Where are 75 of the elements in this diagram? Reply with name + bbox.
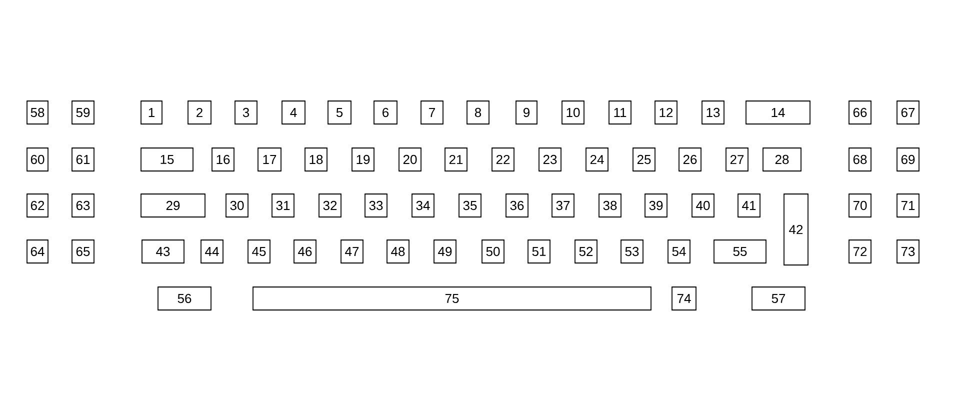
key-box: 53 (620, 240, 644, 264)
key-box: 4 (282, 100, 306, 124)
key-box: 43 (142, 240, 184, 264)
key-box: 41 (738, 194, 760, 218)
key-box: 8 (466, 100, 490, 124)
key-box: 58 (26, 100, 48, 124)
key-box: 49 (434, 240, 456, 264)
key-box: 22 (492, 148, 514, 172)
key-box: 30 (226, 194, 248, 218)
key-box: 11 (608, 100, 632, 124)
key-box: 3 (234, 100, 258, 124)
key-box: 2 (188, 100, 212, 124)
key-box: 74 (672, 286, 696, 310)
key-box: 57 (752, 286, 806, 310)
key-box: 7 (420, 100, 444, 124)
key-box: 5 (328, 100, 352, 124)
key-box: 31 (272, 194, 294, 218)
key-box: 46 (294, 240, 316, 264)
key-box: 68 (848, 148, 872, 172)
key-box: 23 (538, 148, 562, 172)
key-box: 20 (398, 148, 422, 172)
key-box: 60 (26, 148, 48, 172)
key-box: 50 (482, 240, 504, 264)
key-box: 42 (784, 194, 808, 266)
key-box: 6 (374, 100, 398, 124)
key-box: 45 (248, 240, 270, 264)
key-box: 25 (632, 148, 656, 172)
key-box: 24 (586, 148, 608, 172)
key-box: 19 (352, 148, 374, 172)
key-box: 26 (678, 148, 702, 172)
key-box: 13 (702, 100, 724, 124)
key-box: 29 (140, 194, 206, 218)
key-box: 36 (506, 194, 528, 218)
key-box: 69 (896, 148, 920, 172)
key-box: 28 (762, 148, 802, 172)
key-box: 72 (848, 240, 872, 264)
key-box: 16 (212, 148, 234, 172)
key-box: 55 (714, 240, 766, 264)
key-box: 33 (364, 194, 388, 218)
key-box: 39 (644, 194, 668, 218)
key-box: 62 (26, 194, 48, 218)
key-box: 40 (692, 194, 714, 218)
key-box: 73 (896, 240, 920, 264)
key-box: 1 (140, 100, 162, 124)
key-box: 59 (72, 100, 94, 124)
key-box: 17 (258, 148, 282, 172)
key-box: 48 (386, 240, 410, 264)
key-box: 65 (72, 240, 94, 264)
key-box: 52 (574, 240, 598, 264)
key-box: 56 (158, 286, 212, 310)
key-box: 66 (848, 100, 872, 124)
key-box: 54 (668, 240, 690, 264)
key-box: 64 (26, 240, 48, 264)
key-box: 47 (340, 240, 364, 264)
key-box: 12 (654, 100, 678, 124)
key-box: 37 (552, 194, 574, 218)
key-box: 10 (562, 100, 584, 124)
key-box: 51 (528, 240, 550, 264)
key-box: 61 (72, 148, 94, 172)
key-box: 70 (848, 194, 872, 218)
key-box: 75 (252, 286, 652, 310)
key-box: 67 (896, 100, 920, 124)
key-box: 32 (318, 194, 342, 218)
key-box: 38 (598, 194, 622, 218)
key-box: 71 (896, 194, 920, 218)
key-box: 21 (444, 148, 468, 172)
key-box: 63 (72, 194, 94, 218)
key-box: 18 (304, 148, 328, 172)
key-box: 9 (516, 100, 538, 124)
key-box: 44 (200, 240, 224, 264)
key-box: 15 (140, 148, 194, 172)
key-box: 34 (412, 194, 434, 218)
key-box: 14 (746, 100, 810, 124)
key-box: 35 (458, 194, 482, 218)
key-box: 27 (726, 148, 748, 172)
